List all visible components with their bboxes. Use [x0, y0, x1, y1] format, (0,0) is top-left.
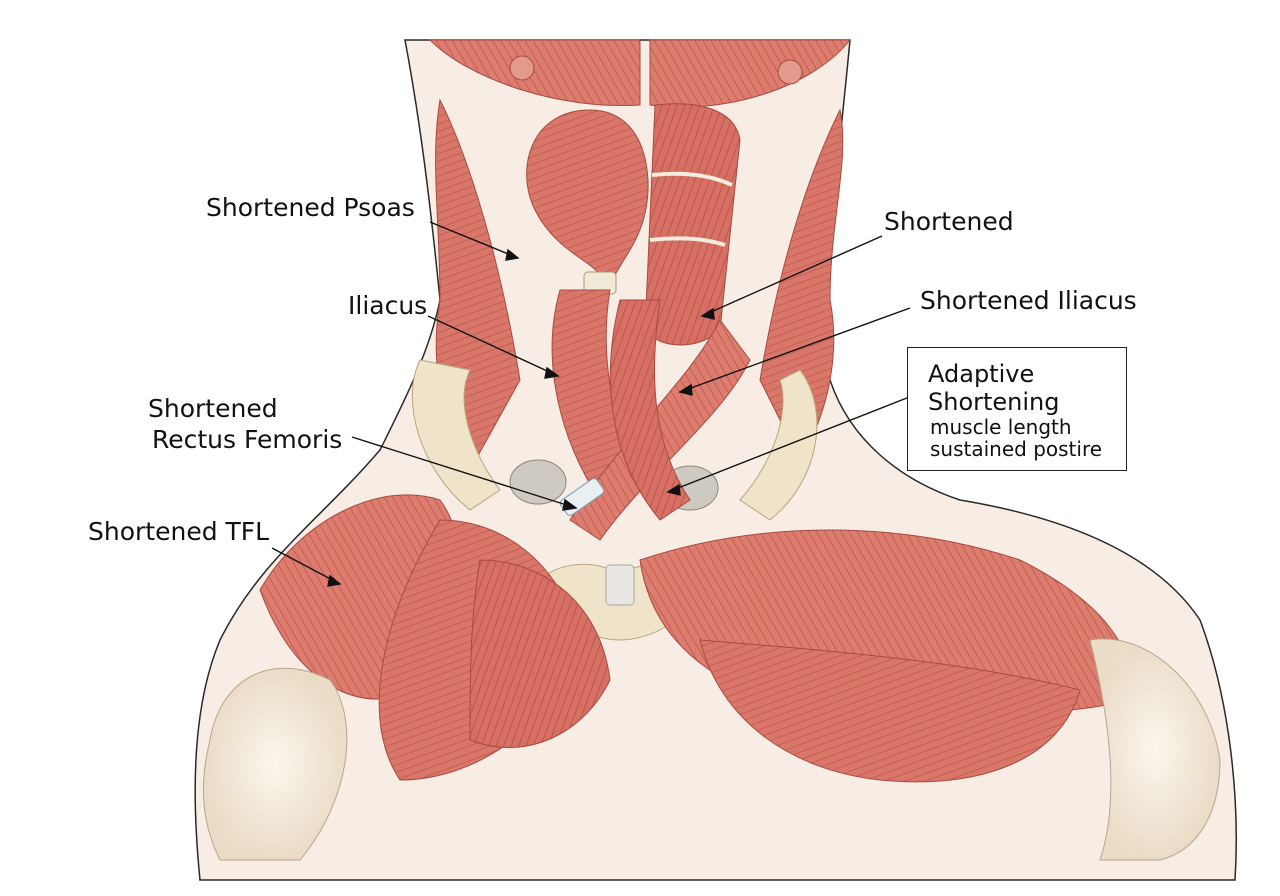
label-rectus-line1: Shortened: [148, 394, 278, 423]
callout-line1: Adaptive: [928, 360, 1035, 388]
right-quadriceps: [699, 639, 1081, 783]
label-iliacus: Iliacus: [348, 291, 428, 320]
right-oblique: [759, 108, 844, 462]
callout-line2: Shortening: [928, 388, 1060, 416]
right-knee: [1089, 638, 1221, 861]
label-shortened-psoas: Shortened Psoas: [206, 193, 415, 222]
callout-line3: muscle length: [930, 415, 1072, 439]
label-shortened: Shortened: [884, 207, 1014, 236]
left-pectoral: [428, 39, 641, 107]
label-shortened-tfl: Shortened TFL: [88, 517, 270, 546]
central-bundle: [609, 299, 691, 521]
right-nipple: [777, 59, 803, 85]
callout-box: Adaptive Shortening muscle length sustai…: [907, 347, 1127, 471]
left-nipple: [509, 55, 535, 81]
right-iliac-crest: [739, 369, 818, 521]
left-knee: [202, 667, 348, 861]
label-shortened-iliacus: Shortened Iliacus: [920, 286, 1137, 315]
left-hip-joint: [509, 459, 567, 505]
label-rectus-line2: Rectus Femoris: [152, 425, 343, 454]
callout-line4: sustained postire: [930, 437, 1103, 461]
left-adductors: [469, 559, 611, 748]
left-iliac-crest: [411, 359, 501, 511]
annotation-arrows: [271, 221, 913, 587]
rectus-abdominis: [644, 103, 741, 346]
